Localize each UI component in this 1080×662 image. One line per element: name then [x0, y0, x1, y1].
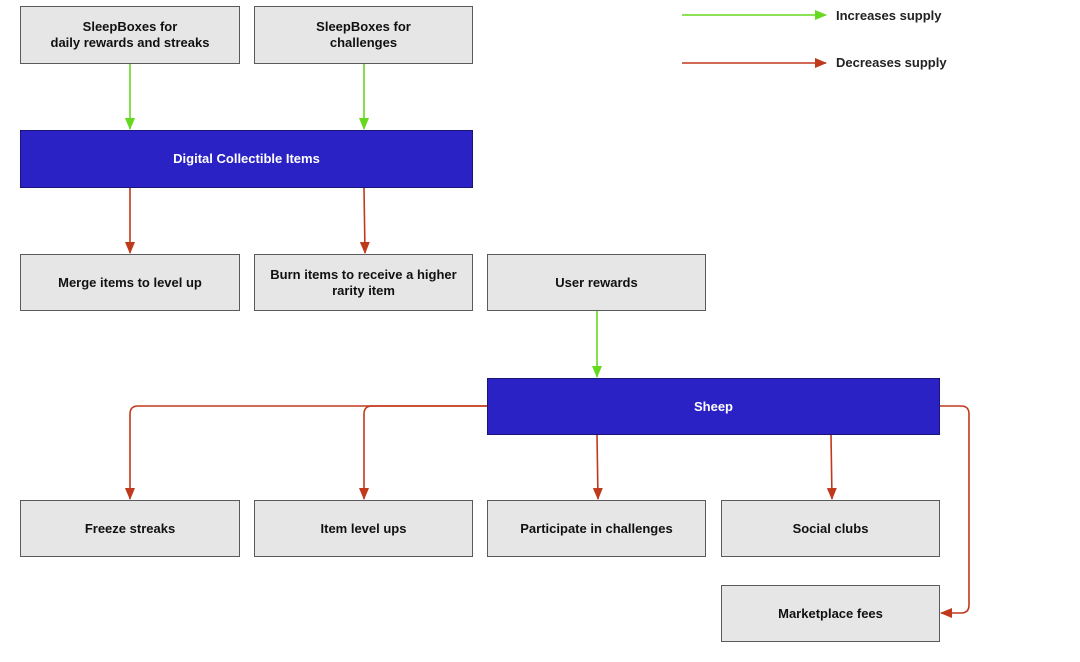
node-user-rewards: User rewards: [487, 254, 706, 311]
node-sheep: Sheep: [487, 378, 940, 435]
edge-collectibles-to-burn: [359, 187, 370, 254]
legend-decrease-label: Decreases supply: [836, 55, 947, 70]
edge-sheep-to-challenges: [592, 434, 603, 500]
node-burn-items: Burn items to receive a higher rarity it…: [254, 254, 473, 311]
edge-sheep-to-item-level-ups: [359, 405, 488, 500]
node-merge-items: Merge items to level up: [20, 254, 240, 311]
node-marketplace-fees: Marketplace fees: [721, 585, 940, 642]
edge-sheep-to-social-clubs: [826, 434, 837, 500]
node-sleepboxes-daily: SleepBoxes for daily rewards and streaks: [20, 6, 240, 64]
node-freeze-streaks: Freeze streaks: [20, 500, 240, 557]
edge-sheep-to-freeze-streaks: [125, 405, 488, 500]
node-sleepboxes-challenges: SleepBoxes for challenges: [254, 6, 473, 64]
node-item-level-ups: Item level ups: [254, 500, 473, 557]
node-participate-challenges: Participate in challenges: [487, 500, 706, 557]
legend-increase-label: Increases supply: [836, 8, 942, 23]
edge-sheep-to-marketplace-fees: [940, 405, 970, 618]
node-digital-collectibles: Digital Collectible Items: [20, 130, 473, 188]
node-social-clubs: Social clubs: [721, 500, 940, 557]
